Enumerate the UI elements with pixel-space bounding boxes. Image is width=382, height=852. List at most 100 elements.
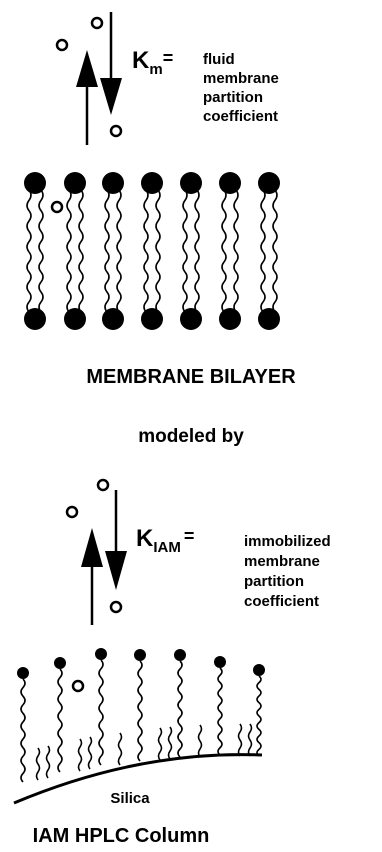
iam-short-chain (117, 732, 123, 766)
lipid-tail (233, 189, 239, 253)
lipid-tail (66, 251, 72, 313)
solute-molecule (65, 505, 79, 519)
silica-label: Silica (110, 790, 150, 807)
lipid-head (141, 308, 163, 330)
k-iam-description-line: coefficient (244, 593, 319, 610)
k-m-symbol: Km= (132, 47, 173, 78)
iam-ligand-head (253, 664, 265, 676)
phospholipid-pair (180, 172, 202, 330)
lipid-tail (194, 251, 200, 313)
lipid-tail (143, 251, 149, 313)
lipid-head (180, 308, 202, 330)
top-equilibrium: Km= fluid membrane partition coefficient (55, 12, 279, 145)
lipid-tail (104, 189, 110, 253)
lipid-tail (26, 251, 32, 313)
k-iam-description-line: partition (244, 573, 304, 590)
phospholipid-pair (219, 172, 241, 330)
k-iam-symbol: KIAM= (136, 525, 194, 556)
solute-in-iam (71, 679, 85, 693)
iam-ligand-head (54, 657, 66, 669)
iam-short-chain (157, 727, 163, 761)
lipid-tail (116, 189, 122, 253)
k-m-description-line: membrane (203, 70, 279, 87)
lipid-head (64, 172, 86, 194)
k-m-description-line: fluid (203, 51, 235, 68)
lipid-tail (182, 251, 188, 313)
lipid-tail (221, 251, 227, 313)
iam-hplc-column-label: IAM HPLC Column (33, 825, 210, 847)
iam-ligand-chain (57, 668, 63, 773)
iam-ligand-head (214, 656, 226, 668)
membrane-bilayer-label: MEMBRANE BILAYER (86, 366, 296, 388)
phospholipid-pair (102, 172, 124, 330)
phospholipid-pair (24, 172, 46, 330)
lipid-tail (194, 189, 200, 253)
lipid-tail (272, 251, 278, 313)
lipid-tail (260, 251, 266, 313)
iam-ligand-head (17, 667, 29, 679)
lipid-head (64, 308, 86, 330)
lipid-tail (221, 189, 227, 253)
lipid-tail (78, 189, 84, 253)
iam-ligand-chain (137, 660, 143, 762)
solute-molecule (109, 124, 123, 138)
iam-ligand-head (95, 648, 107, 660)
iam-surface (17, 648, 265, 783)
phospholipid-pair (64, 172, 86, 330)
solute-in-membrane (50, 200, 64, 214)
iam-ligand-chain (256, 675, 262, 757)
up-arrow (81, 528, 103, 625)
k-iam-description-line: membrane (244, 553, 320, 570)
lipid-tail (260, 189, 266, 253)
modeled-by-label: modeled by (138, 426, 244, 447)
lipid-head (24, 172, 46, 194)
iam-short-chain (87, 736, 93, 770)
lipid-tail (38, 189, 44, 253)
lipid-tail (104, 251, 110, 313)
iam-ligand-head (134, 649, 146, 661)
bottom-equilibrium: KIAM= immobilized membrane partition coe… (65, 478, 331, 625)
lipid-tail (26, 189, 32, 253)
lipid-tail (182, 189, 188, 253)
silica-surface (13, 753, 263, 805)
lipid-tail (143, 189, 149, 253)
lipid-head (24, 308, 46, 330)
iam-ligand-head (174, 649, 186, 661)
down-arrow (105, 490, 127, 590)
down-arrow (100, 12, 122, 115)
iam-short-chain (237, 723, 243, 757)
lipid-head (180, 172, 202, 194)
k-m-description-line: coefficient (203, 108, 278, 125)
iam-short-chain (167, 726, 173, 760)
iam-short-chain (77, 738, 83, 772)
lipid-tail (38, 251, 44, 313)
lipid-tail (78, 251, 84, 313)
lipid-head (219, 172, 241, 194)
lipid-head (258, 308, 280, 330)
iam-short-chain (247, 723, 253, 757)
iam-ligand-chain (177, 660, 183, 758)
lipid-tail (155, 251, 161, 313)
solute-molecule (55, 38, 69, 52)
lipid-head (141, 172, 163, 194)
iam-short-chain (45, 745, 51, 779)
lipid-head (258, 172, 280, 194)
iam-ligand-chain (98, 659, 104, 766)
iam-ligand-chain (217, 667, 223, 756)
iam-short-chain (197, 724, 203, 758)
lipid-tail (116, 251, 122, 313)
lipid-tail (155, 189, 161, 253)
k-m-description-line: partition (203, 89, 263, 106)
iam-short-chain (35, 747, 41, 781)
solute-molecule (109, 600, 123, 614)
phospholipid-pair (141, 172, 163, 330)
k-iam-description-line: immobilized (244, 533, 331, 550)
lipid-tail (66, 189, 72, 253)
lipid-head (219, 308, 241, 330)
iam-ligand-chain (20, 678, 26, 783)
lipid-tail (233, 251, 239, 313)
lipid-head (102, 172, 124, 194)
lipid-head (102, 308, 124, 330)
solute-molecule (90, 16, 104, 30)
